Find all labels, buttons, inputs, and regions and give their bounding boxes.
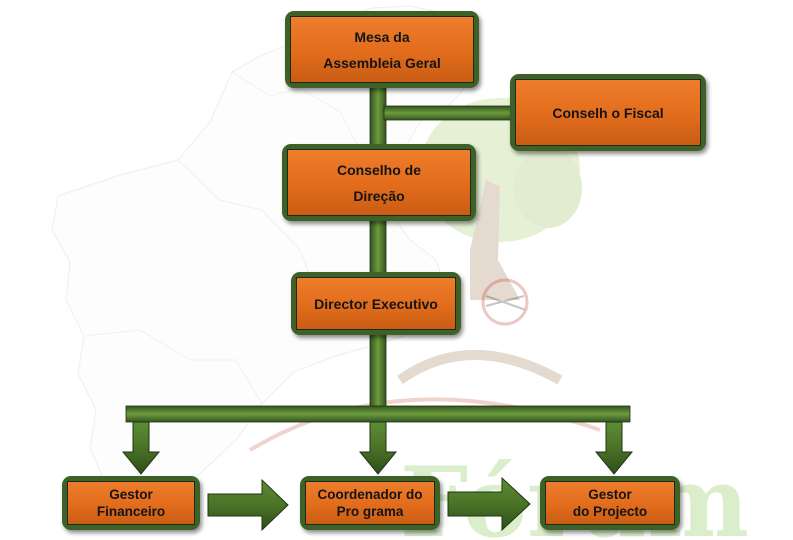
node-conselho-fiscal-label: Conselh o Fiscal	[515, 79, 701, 146]
connector-trunk-middle	[369, 217, 387, 275]
connector-trunk-bottom	[369, 331, 387, 411]
right-arrow-financeiro-coordenador	[207, 478, 289, 532]
node-coordenador-programa-label: Coordenador do Pro grama	[305, 481, 435, 525]
connector-fiscal-branch	[383, 105, 515, 121]
down-arrow-financeiro	[121, 421, 161, 475]
node-conselho-fiscal: Conselh o Fiscal	[510, 74, 706, 151]
node-gestor-financeiro: Gestor Financeiro	[62, 476, 200, 530]
down-arrow-projecto	[594, 421, 634, 475]
right-arrow-coordenador-projecto	[447, 476, 531, 532]
down-arrow-coordenador	[358, 421, 398, 475]
connector-distribution-bar	[125, 405, 631, 423]
node-gestor-projecto-label: Gestor do Projecto	[545, 481, 675, 525]
node-mesa-assembleia-geral-label: Mesa da Assembleia Geral	[290, 16, 474, 83]
node-director-executivo: Director Executivo	[291, 272, 461, 335]
node-director-executivo-label: Director Executivo	[296, 277, 456, 330]
node-gestor-projecto: Gestor do Projecto	[540, 476, 680, 530]
tree-trunk-watermark	[470, 180, 520, 300]
node-conselho-direcao: Conselho de Direção	[282, 144, 476, 221]
node-coordenador-programa: Coordenador do Pro grama	[300, 476, 440, 530]
node-gestor-financeiro-label: Gestor Financeiro	[67, 481, 195, 525]
node-conselho-direcao-label: Conselho de Direção	[287, 149, 471, 216]
node-mesa-assembleia-geral: Mesa da Assembleia Geral	[285, 11, 479, 88]
